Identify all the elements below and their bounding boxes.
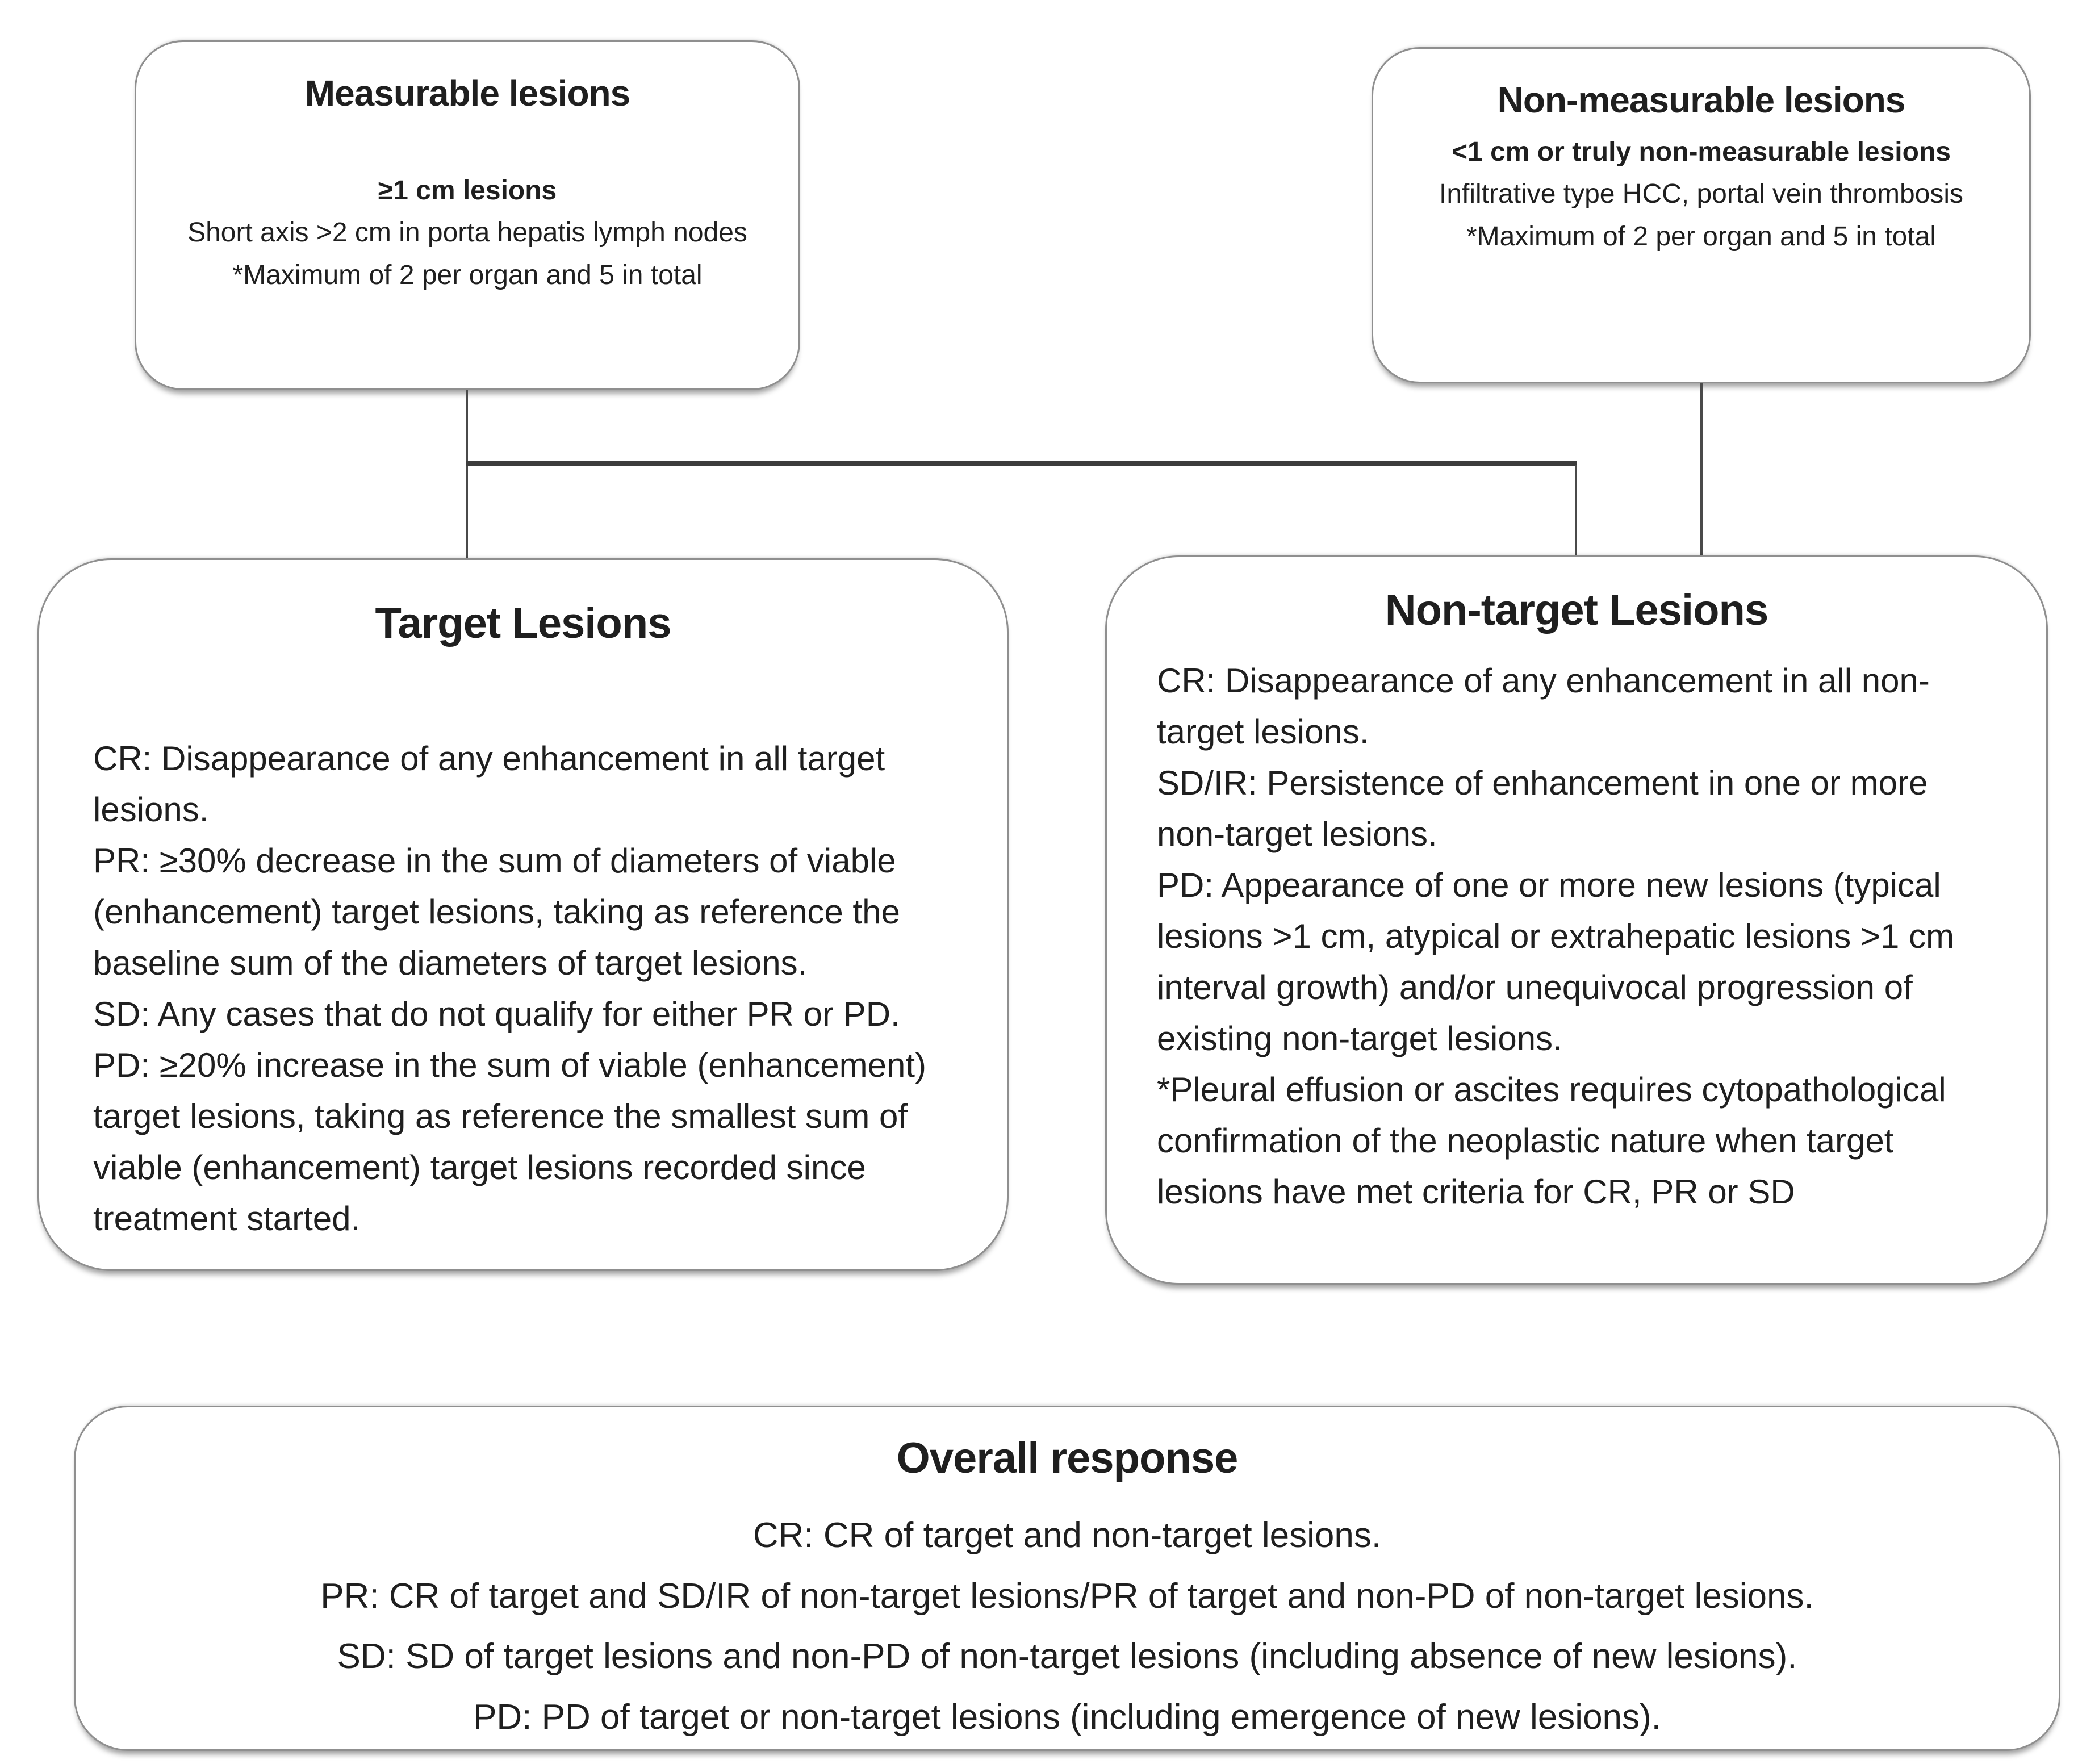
overall-response-box: Overall response CR: CR of target and no…	[74, 1406, 2060, 1751]
target-pd-criterion: PD: ≥20% increase in the sum of viable (…	[93, 1046, 927, 1238]
non-target-pleural-note: *Pleural effusion or ascites requires cy…	[1157, 1071, 1946, 1211]
non-measurable-line-maximum: *Maximum of 2 per organ and 5 in total	[1466, 221, 1937, 252]
non-measurable-lesions-title: Non-measurable lesions	[1497, 80, 1906, 120]
non-measurable-lesions-box: Non-measurable lesions <1 cm or truly no…	[1372, 47, 2031, 383]
non-measurable-line-infiltrative: Infiltrative type HCC, portal vein throm…	[1439, 179, 1963, 210]
measurable-lesions-body: ≥1 cm lesions Short axis >2 cm in porta …	[170, 170, 764, 296]
overall-pd-rule: PD: PD of target or non-target lesions (…	[473, 1698, 1661, 1737]
non-target-lesions-box: Non-target Lesions CR: Disappearance of …	[1105, 555, 2048, 1285]
overall-pr-rule: PR: CR of target and SD/IR of non-target…	[320, 1576, 1814, 1616]
connector-branch-to-nontarget	[1575, 465, 1577, 557]
non-target-lesions-body: CR: Disappearance of any enhancement in …	[1157, 655, 1996, 1218]
non-target-sdir-criterion: SD/IR: Persistence of enhancement in one…	[1157, 764, 1928, 854]
target-sd-criterion: SD: Any cases that do not qualify for ei…	[93, 995, 900, 1034]
connector-horizontal-branch	[466, 461, 1577, 466]
connector-measurable-to-target	[466, 390, 468, 559]
non-target-lesions-title: Non-target Lesions	[1385, 586, 1769, 634]
non-measurable-subtitle: <1 cm or truly non-measurable lesions	[1452, 136, 1951, 167]
non-measurable-lesions-body: <1 cm or truly non-measurable lesions In…	[1407, 131, 1995, 258]
measurable-lesions-title: Measurable lesions	[304, 73, 630, 114]
target-lesions-body: CR: Disappearance of any enhancement in …	[93, 733, 953, 1244]
overall-sd-rule: SD: SD of target lesions and non-PD of n…	[337, 1637, 1797, 1677]
target-cr-criterion: CR: Disappearance of any enhancement in …	[93, 739, 885, 829]
target-pr-criterion: PR: ≥30% decrease in the sum of diameter…	[93, 842, 900, 983]
measurable-line-short-axis: Short axis >2 cm in porta hepatis lymph …	[187, 218, 747, 248]
non-target-pd-criterion: PD: Appearance of one or more new lesion…	[1157, 866, 1954, 1058]
target-lesions-box: Target Lesions CR: Disappearance of any …	[37, 558, 1009, 1271]
measurable-line-maximum: *Maximum of 2 per organ and 5 in total	[232, 260, 703, 290]
overall-response-body: CR: CR of target and non-target lesions.…	[121, 1506, 2013, 1748]
overall-response-title: Overall response	[896, 1434, 1239, 1482]
target-lesions-title: Target Lesions	[375, 599, 672, 647]
overall-cr-rule: CR: CR of target and non-target lesions.	[752, 1516, 1382, 1556]
non-target-cr-criterion: CR: Disappearance of any enhancement in …	[1157, 662, 1930, 751]
connector-nonmeasurable-to-nontarget	[1700, 383, 1703, 557]
measurable-subtitle: ≥1 cm lesions	[378, 175, 557, 206]
measurable-lesions-box: Measurable lesions ≥1 cm lesions Short a…	[135, 40, 800, 390]
